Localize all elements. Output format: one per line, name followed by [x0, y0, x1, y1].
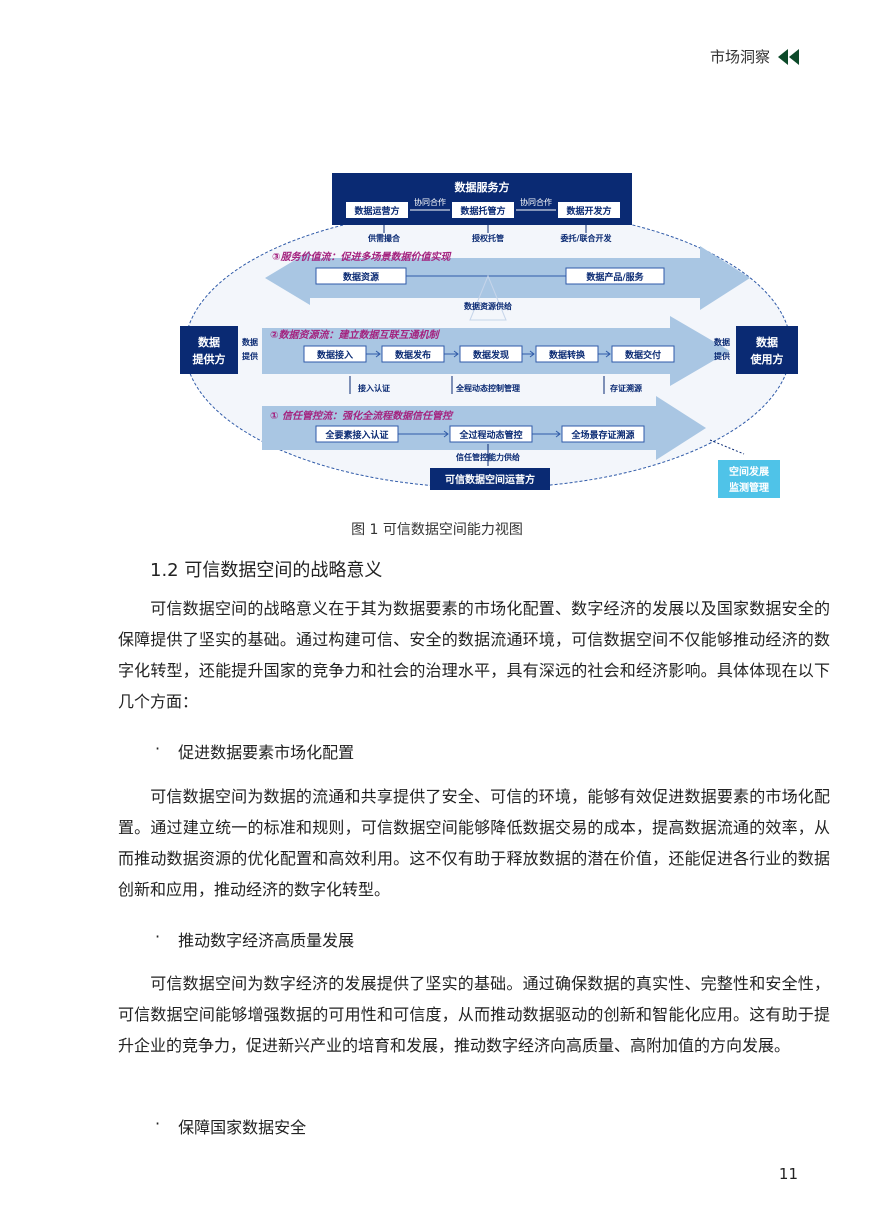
- flow1-step-2-label: 全过程动态管控: [458, 429, 522, 441]
- ctrl-label-right: 存证溯源: [609, 383, 642, 393]
- flow3-product-label: 数据产品/服务: [586, 271, 644, 283]
- coop-label-1: 协同合作: [414, 197, 446, 207]
- capability-diagram: 数据服务方 数据运营方 数据托管方 数据开发方 协同合作 协同合作 供需撮合 授…: [180, 173, 798, 498]
- bullet-item-1-text: 促进数据要素市场化配置: [178, 743, 355, 762]
- paragraph-2-text: 可信数据空间为数据的流通和共享提供了安全、可信的环境，能够有效促进数据要素的市场…: [118, 787, 830, 899]
- use-right-a: 数据: [714, 337, 730, 347]
- ctrl-label-mid: 全程动态控制管理: [455, 383, 520, 393]
- monitor-label-2: 监测管理: [729, 481, 769, 494]
- flow3-product-box: [565, 267, 665, 285]
- flow2-step-1-label: 数据接入: [317, 349, 353, 361]
- running-header-title: 市场洞察: [709, 48, 770, 66]
- user-label-2: 使用方: [750, 352, 784, 366]
- bullet-marker: ·: [155, 927, 161, 946]
- figure-caption: 图 1 可信数据空间能力视图: [351, 522, 523, 538]
- use-right-b: 提供: [714, 351, 730, 361]
- flow2-step-5-label: 数据交付: [625, 349, 661, 361]
- bullet-marker: ·: [155, 739, 161, 758]
- relation-label-mid: 授权托管: [472, 233, 504, 243]
- paragraph-2: 可信数据空间为数据的流通和共享提供了安全、可信的环境，能够有效促进数据要素的市场…: [118, 781, 830, 905]
- bullet-item-3: · 保障国家数据安全: [155, 1114, 306, 1138]
- section-title: 1.2 可信数据空间的战略意义: [150, 560, 383, 581]
- custodian-box: [452, 202, 514, 218]
- data-resource-flow-title: ②数据资源流：建立数据互联互通机制: [270, 329, 440, 341]
- bullet-item-2: · 推动数字经济高质量发展: [155, 927, 354, 951]
- paragraph-3: 可信数据空间为数字经济的发展提供了坚实的基础。通过确保数据的真实性、完整性和安全…: [118, 968, 830, 1061]
- provide-left-b: 提供: [242, 351, 258, 361]
- user-label-1: 数据: [756, 335, 778, 349]
- provider-box: [180, 326, 238, 374]
- double-chevron-left-icon: [778, 48, 799, 65]
- paragraph-1: 可信数据空间的战略意义在于其为数据要素的市场化配置、数字经济的发展以及国家数据安…: [118, 593, 830, 717]
- provide-left-a: 数据: [242, 337, 258, 347]
- flow2-step-3-label: 数据发现: [473, 349, 509, 361]
- bullet-item-2-text: 推动数字经济高质量发展: [178, 931, 355, 950]
- operator-label: 数据运营方: [354, 205, 399, 217]
- paragraph-1-text: 可信数据空间的战略意义在于其为数据要素的市场化配置、数字经济的发展以及国家数据安…: [118, 599, 830, 711]
- custodian-label: 数据托管方: [460, 205, 505, 217]
- trust-control-flow-title: ① 信任管控流：强化全流程数据信任管控: [270, 410, 454, 422]
- service-value-flow-title: ③服务价值流：促进多场景数据价值实现: [272, 251, 452, 263]
- provider-label-1: 数据: [198, 335, 220, 349]
- service-value-flow-band: [280, 246, 750, 310]
- flow2-step-5: [611, 345, 675, 363]
- space-operator-label: 可信数据空间运营方: [445, 473, 535, 486]
- flow2-step-2-label: 数据发布: [395, 349, 431, 361]
- developer-box: [558, 202, 620, 218]
- monitor-box: [718, 460, 780, 498]
- operator-box: [346, 202, 408, 218]
- bullet-item-1: · 促进数据要素市场化配置: [155, 739, 354, 763]
- bullet-item-3-text: 保障国家数据安全: [178, 1118, 307, 1137]
- service-party-label: 数据服务方: [455, 180, 510, 194]
- flow1-step-3: [561, 425, 645, 443]
- flow3-source-label: 数据资源: [343, 271, 379, 283]
- flow1-step-3-label: 全场景存证溯源: [570, 429, 634, 441]
- space-operator-box: [430, 468, 550, 490]
- monitor-label-1: 空间发展: [729, 465, 769, 478]
- coop-label-2: 协同合作: [520, 197, 552, 207]
- flow1-step-1-label: 全要素接入认证: [324, 429, 388, 441]
- user-box: [736, 326, 798, 374]
- running-header: 市场洞察: [710, 46, 800, 67]
- ctrl-label-left: 接入认证: [358, 383, 390, 393]
- relation-label-left: 供需撮合: [367, 233, 401, 243]
- flow2-step-4-label: 数据转换: [549, 349, 586, 361]
- bullet-marker: ·: [155, 1114, 161, 1133]
- resource-supply-label: 数据资源供给: [464, 301, 512, 311]
- paragraph-3-text: 可信数据空间为数字经济的发展提供了坚实的基础。通过确保数据的真实性、完整性和安全…: [118, 974, 830, 1055]
- developer-label: 数据开发方: [566, 205, 611, 217]
- relation-label-right: 委托/联合开发: [560, 233, 613, 243]
- flow2-steps: 数据接入 数据发布 数据发现 数据转换 数据交付: [303, 345, 675, 363]
- page-number: 11: [778, 1165, 798, 1183]
- provider-label-2: 提供方: [193, 352, 226, 366]
